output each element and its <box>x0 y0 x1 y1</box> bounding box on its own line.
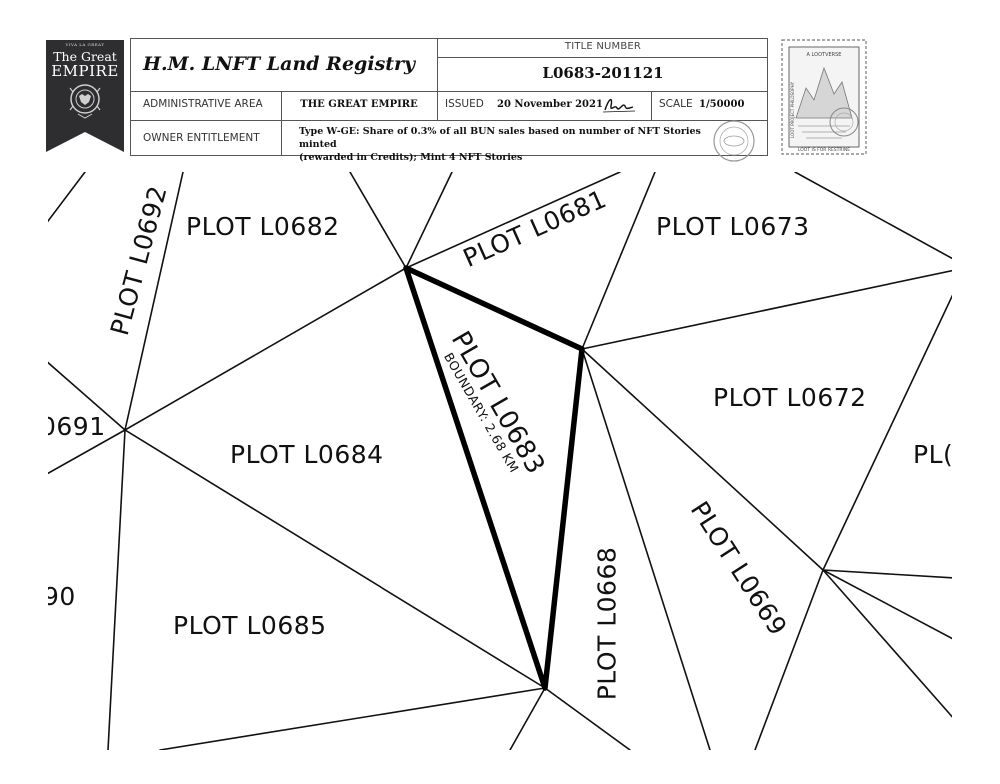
postage-stamp-art: A LOOTVERSE LOOT IS FOR RESTRINE LOOT PR… <box>781 39 867 155</box>
banner-small-text: VIVA LA GREAT <box>65 42 105 47</box>
scale-value: 1/50000 <box>699 99 745 110</box>
banner-title-line1: The Great <box>53 49 117 64</box>
circular-seal-icon <box>713 120 755 162</box>
plot-l0683-boundary <box>403 265 585 691</box>
plot-label-l0684[interactable]: PLOT L0684 <box>230 440 384 469</box>
owner-entitlement-text: Type W-GE: Share of 0.3% of all BUN sale… <box>299 125 719 164</box>
owner-entitlement-line2: (rewarded in Credits); Mint 4 NFT Storie… <box>299 152 523 163</box>
title-number-label: TITLE NUMBER <box>564 41 642 52</box>
stamp-bottom-text: LOOT IS FOR RESTRINE <box>798 147 850 153</box>
plot-label-l0668[interactable]: PLOT L0668 <box>592 546 622 701</box>
plot-map: PLOT L0692 PLOT L0682 PLOT L0681 PLOT L0… <box>48 172 952 750</box>
registry-header: H.M. LNFT Land Registry TITLE NUMBER L06… <box>130 38 768 163</box>
plot-label-l0673[interactable]: PLOT L0673 <box>656 212 810 241</box>
title-number: L0683-201121 <box>542 64 664 82</box>
banner-title-line2: EMPIRE <box>51 62 119 80</box>
postage-stamp: A LOOTVERSE LOOT IS FOR RESTRINE LOOT PR… <box>780 38 868 156</box>
registry-title: H.M. LNFT Land Registry <box>143 53 416 75</box>
admin-area-value: THE GREAT EMPIRE <box>300 99 418 110</box>
signature-icon <box>602 99 636 113</box>
lion-crest-icon <box>69 84 101 119</box>
stamp-top-text: A LOOTVERSE <box>807 52 842 58</box>
admin-area-label: ADMINISTRATIVE AREA <box>143 98 263 110</box>
issued-label: ISSUED <box>445 98 484 110</box>
plot-label-l0691[interactable]: 0691 <box>48 412 106 441</box>
owner-entitlement-label: OWNER ENTITLEMENT <box>143 132 260 144</box>
issued-date: 20 November 2021 <box>497 99 603 110</box>
stamp-left-text: LOOT PROJECT PHILOSOPHY <box>790 81 795 138</box>
empire-banner: VIVA LA GREAT The Great EMPIRE <box>46 40 124 152</box>
owner-entitlement-line1: Type W-GE: Share of 0.3% of all BUN sale… <box>299 126 701 150</box>
plot-label-l0685[interactable]: PLOT L0685 <box>173 611 327 640</box>
plot-label-l0682[interactable]: PLOT L0682 <box>186 212 340 241</box>
plot-label-l0672[interactable]: PLOT L0672 <box>713 383 867 412</box>
scale-label: SCALE <box>659 98 693 110</box>
plot-lines <box>48 172 952 750</box>
plot-label-partial-right[interactable]: PL( <box>913 440 952 469</box>
plot-label-l0690[interactable]: 90 <box>48 582 76 611</box>
